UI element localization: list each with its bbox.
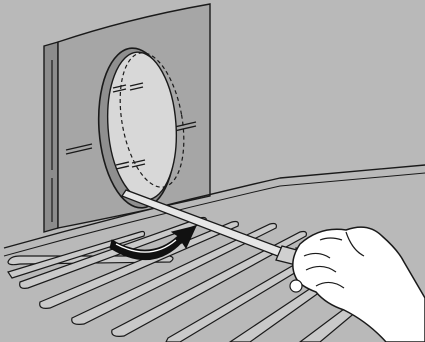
illustration-canvas xyxy=(0,0,425,342)
